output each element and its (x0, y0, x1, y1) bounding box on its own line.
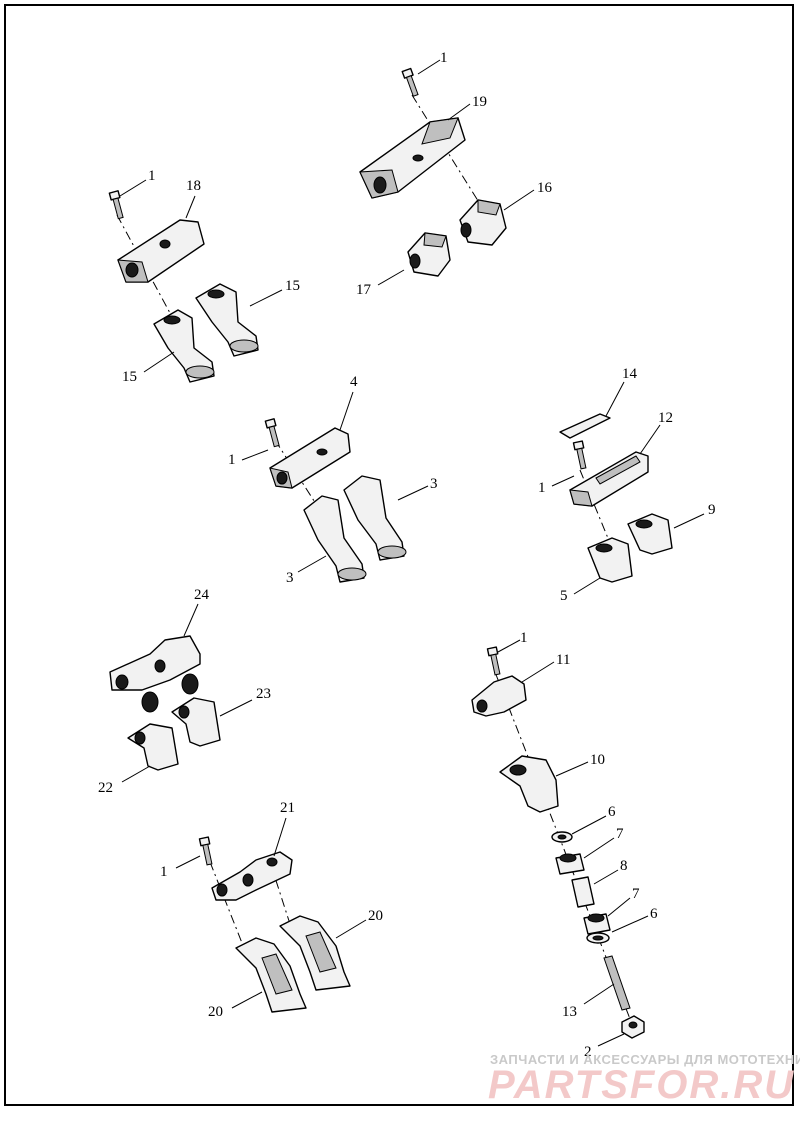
callout-label: 12 (658, 410, 673, 426)
stud-icon (603, 955, 631, 1011)
callout-label: 9 (708, 502, 716, 518)
callout-label: 15 (122, 369, 137, 385)
spacer-icon (571, 876, 595, 908)
centerline (269, 861, 291, 925)
callout-label: 6 (608, 804, 616, 820)
riser-left-icon (407, 232, 451, 277)
callout-label: 6 (650, 906, 658, 922)
riser-group-d: 14 12 1 9 5 (538, 366, 716, 604)
callout-label: 2 (584, 1044, 592, 1060)
riser-right-icon (171, 697, 221, 747)
callout-label: 15 (285, 278, 300, 294)
insert-icon (559, 413, 611, 439)
riser-right-icon (195, 283, 259, 357)
riser-left-icon (235, 937, 307, 1013)
callout-label: 1 (520, 630, 528, 646)
top-clamp-icon (569, 451, 649, 507)
callout-label: 20 (368, 908, 383, 924)
riser-left-icon (127, 723, 179, 771)
riser-icon (499, 755, 559, 813)
callout-label: 14 (622, 366, 638, 382)
top-clamp-icon (359, 117, 466, 199)
callout-label: 21 (280, 800, 295, 816)
top-clamp-icon (109, 635, 201, 691)
top-clamp-icon (211, 851, 293, 901)
screw-icon (401, 67, 419, 97)
top-clamp-icon (471, 675, 527, 717)
screw-icon (572, 440, 587, 470)
riser-right-icon (343, 475, 407, 561)
callout-label: 7 (616, 826, 624, 842)
bushing-icon (583, 913, 611, 935)
riser-left-icon (303, 495, 367, 583)
callout-label: 3 (286, 570, 294, 586)
bushing-icon (141, 673, 199, 713)
callout-label: 10 (590, 752, 605, 768)
centerline (209, 861, 245, 949)
riser-right-icon (627, 513, 673, 555)
callout-label: 4 (350, 374, 358, 390)
washer-icon (586, 932, 610, 944)
riser-group-g: 21 1 20 20 (160, 800, 383, 1020)
callout-label: 13 (562, 1004, 577, 1020)
riser-left-icon (153, 309, 215, 383)
riser-group-e: 24 23 22 (98, 587, 271, 796)
screw-icon (486, 646, 501, 676)
callout-label: 1 (160, 864, 168, 880)
callout-label: 18 (186, 178, 201, 194)
callout-label: 1 (440, 50, 448, 66)
watermark-logo: PARTSFOR.RU (488, 1063, 795, 1107)
watermark-tagline: ЗАПЧАСТИ И АКСЕССУАРЫ ДЛЯ МОТОТЕХНИКИ (490, 1052, 800, 1067)
callout-label: 17 (356, 282, 372, 298)
callout-label: 5 (560, 588, 568, 604)
bushing-icon (555, 853, 585, 875)
callout-label: 1 (228, 452, 236, 468)
diagram-border (4, 4, 794, 1106)
callout-label: 23 (256, 686, 271, 702)
screw-icon (108, 190, 124, 220)
centerline (411, 94, 496, 229)
callout-label: 8 (620, 858, 628, 874)
screw-icon (198, 836, 213, 866)
riser-group-b: 1 18 15 15 (108, 168, 300, 385)
riser-right-icon (279, 915, 351, 991)
riser-group-c: 1 4 3 3 (228, 374, 438, 586)
riser-left-icon (587, 537, 633, 583)
washer-icon (551, 831, 573, 843)
riser-right-icon (459, 199, 507, 246)
riser-group-f: 1 11 10 6 7 8 7 6 13 2 (471, 630, 658, 1060)
callout-label: 7 (632, 886, 640, 902)
top-clamp-icon (117, 219, 205, 283)
riser-group-a: 1 19 16 17 (356, 50, 553, 298)
callout-label: 19 (472, 94, 487, 110)
callout-label: 20 (208, 1004, 223, 1020)
nut-icon (621, 1015, 645, 1039)
watermark: ЗАПЧАСТИ И АКСЕССУАРЫ ДЛЯ МОТОТЕХНИКИ PA… (488, 1052, 800, 1107)
callout-label: 3 (430, 476, 438, 492)
callout-label: 1 (538, 480, 546, 496)
callout-label: 1 (148, 168, 156, 184)
callout-label: 16 (537, 180, 553, 196)
top-clamp-icon (269, 427, 351, 489)
screw-icon (264, 418, 280, 448)
centerline (494, 671, 633, 1025)
callout-label: 24 (194, 587, 210, 603)
callout-label: 22 (98, 780, 113, 796)
callout-label: 11 (556, 652, 570, 668)
